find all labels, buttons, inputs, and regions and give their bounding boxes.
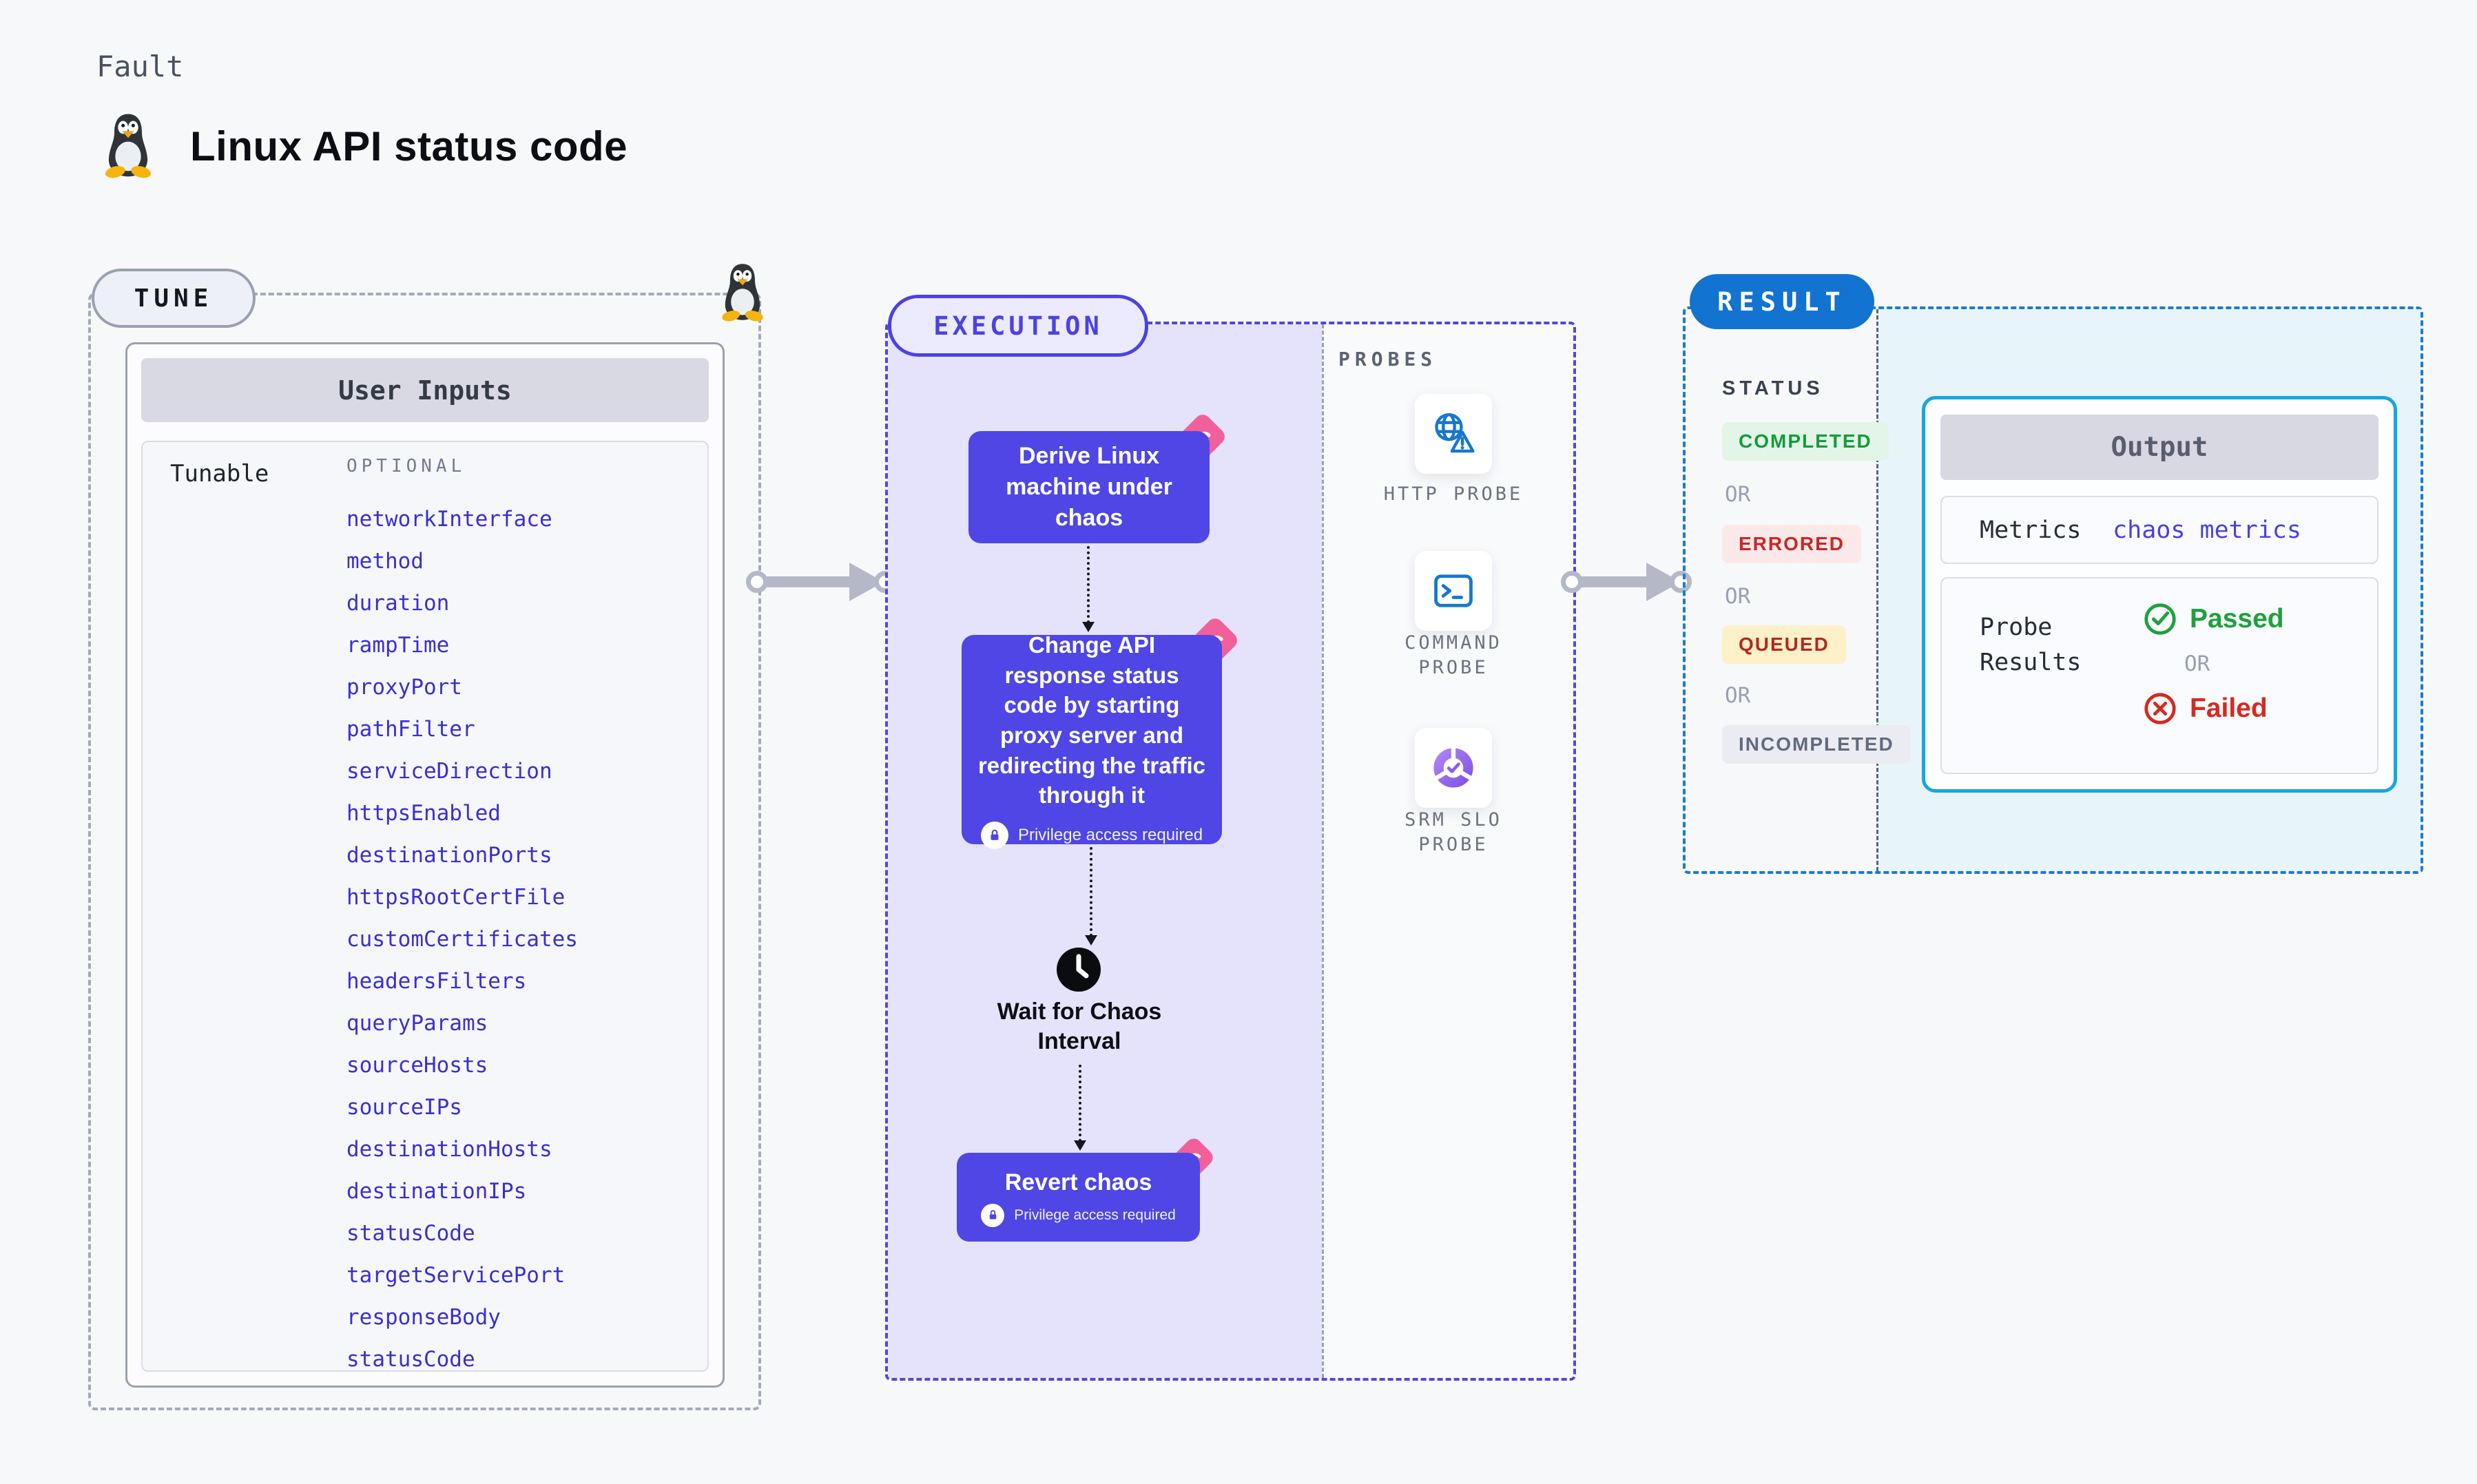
tunable-item[interactable]: pathFilter [346, 717, 475, 742]
passed-label: Passed [2190, 604, 2284, 634]
output-card: Output Metrics chaos metrics Probe Resul… [1922, 396, 2397, 793]
tunable-item[interactable]: destinationHosts [346, 1137, 552, 1162]
http-probe-label: HTTP PROBE [1383, 483, 1524, 505]
chaos-metrics-link[interactable]: chaos metrics [2113, 516, 2301, 544]
node-text: Change API response status code by start… [977, 632, 1206, 808]
tunable-item[interactable]: sourceIPs [346, 1095, 462, 1120]
privilege-label: Privilege access required [1014, 1206, 1176, 1223]
tunable-item[interactable]: duration [346, 591, 450, 616]
or-separator: OR [1725, 584, 1751, 609]
linux-tux-icon [105, 114, 152, 178]
privilege-label: Privilege access required [1017, 825, 1203, 844]
tune-to-execution-arrow [746, 561, 896, 603]
fault-kicker: Fault [96, 50, 184, 83]
or-separator: OR [2184, 651, 2210, 676]
probes-label: PROBES [1338, 348, 1438, 370]
tunable-item[interactable]: proxyPort [346, 675, 462, 700]
probe-results-label: Probe Results [1980, 614, 2082, 676]
page-title: Linux API status code [190, 123, 628, 169]
tunable-item[interactable]: destinationPorts [346, 843, 552, 868]
tunable-item[interactable]: sourceHosts [346, 1053, 488, 1078]
status-label: STATUS [1722, 377, 1824, 399]
tunable-list: networkInterface method duration rampTime pr… [346, 499, 578, 1381]
tunable-item[interactable]: destinationIPs [346, 1179, 527, 1204]
metrics-label: Metrics [1980, 516, 2082, 544]
result-pill: RESULT [1690, 274, 1874, 329]
terminal-icon [1434, 574, 1473, 607]
tunable-item[interactable]: responseBody [346, 1305, 501, 1330]
command-probe-label: COMMAND PROBE [1405, 632, 1502, 679]
or-separator: OR [1725, 683, 1751, 708]
tunable-item[interactable]: method [346, 549, 424, 574]
node-change-status-code: Change API response status code by start… [962, 615, 1241, 849]
status-badge-errored: ERRORED [1722, 525, 1862, 563]
tunable-item[interactable]: httpsRootCertFile [346, 885, 566, 910]
flow-connector [1085, 847, 1097, 945]
tunable-item[interactable]: statusCode [346, 1347, 475, 1372]
tunable-item[interactable]: queryParams [346, 1011, 488, 1036]
check-circle-icon [2144, 603, 2176, 635]
status-badge-incompleted: INCOMPLETED [1722, 725, 1911, 764]
tunable-item[interactable]: httpsEnabled [346, 801, 501, 826]
failed-label: Failed [2190, 693, 2268, 723]
tunable-label: Tunable [170, 460, 269, 488]
tunable-item[interactable]: headersFilters [346, 969, 527, 994]
tunable-item[interactable]: serviceDirection [346, 759, 552, 784]
srm-slo-probe-label: SRM SLO PROBE [1405, 809, 1502, 856]
slo-pie-check-icon [1433, 746, 1473, 788]
tunables-panel: Tunable OPTIONAL networkInterface method d… [141, 441, 709, 1372]
x-circle-icon [2144, 693, 2176, 724]
node-revert-chaos: Revert chaos Privilege access required [957, 1135, 1216, 1242]
tune-pill: TUNE [92, 269, 256, 328]
user-inputs-header: User Inputs [141, 358, 709, 422]
node-derive-machine: Derive Linux machine under chaos [968, 411, 1228, 543]
lock-icon [980, 821, 1008, 849]
tune-section [88, 293, 761, 1410]
optional-label: OPTIONAL [346, 456, 466, 477]
linux-tux-icon-small [722, 264, 763, 322]
node-text: Derive Linux machine under chaos [1006, 443, 1172, 531]
status-badge-queued: QUEUED [1722, 625, 1846, 664]
http-probe-card [1415, 394, 1492, 474]
lock-icon [981, 1203, 1005, 1227]
command-probe-card [1415, 551, 1492, 631]
tunable-item[interactable]: rampTime [346, 633, 450, 658]
metrics-row: Metrics chaos metrics [1940, 496, 2378, 564]
status-badge-completed: COMPLETED [1722, 422, 1889, 461]
execution-pill: EXECUTION [888, 295, 1148, 357]
execution-to-result-arrow [1561, 561, 1692, 603]
srm-slo-probe-card [1415, 728, 1492, 808]
wait-for-chaos-label: Wait for Chaos Interval [997, 999, 1162, 1054]
user-inputs-card: User Inputs Tunable OPTIONAL networkInte… [125, 342, 725, 1388]
clock-icon [1055, 946, 1102, 993]
privilege-row: Privilege access required [981, 1203, 1176, 1227]
flow-connector [1074, 1065, 1086, 1151]
node-text: Revert chaos [1004, 1169, 1152, 1196]
flow-connector [1082, 546, 1095, 632]
privilege-row: Privilege access required [980, 821, 1203, 849]
tunable-item[interactable]: statusCode [346, 1221, 475, 1246]
tunable-item[interactable]: customCertificates [346, 927, 578, 952]
output-header: Output [1940, 415, 2378, 480]
or-separator: OR [1725, 482, 1751, 507]
globe-alert-icon [1435, 413, 1475, 453]
probes-column [1322, 324, 1573, 1378]
tunable-item[interactable]: networkInterface [346, 507, 552, 532]
tunable-item[interactable]: targetServicePort [346, 1263, 566, 1288]
probe-results-row: Probe Results Passed OR Failed [1940, 577, 2378, 774]
